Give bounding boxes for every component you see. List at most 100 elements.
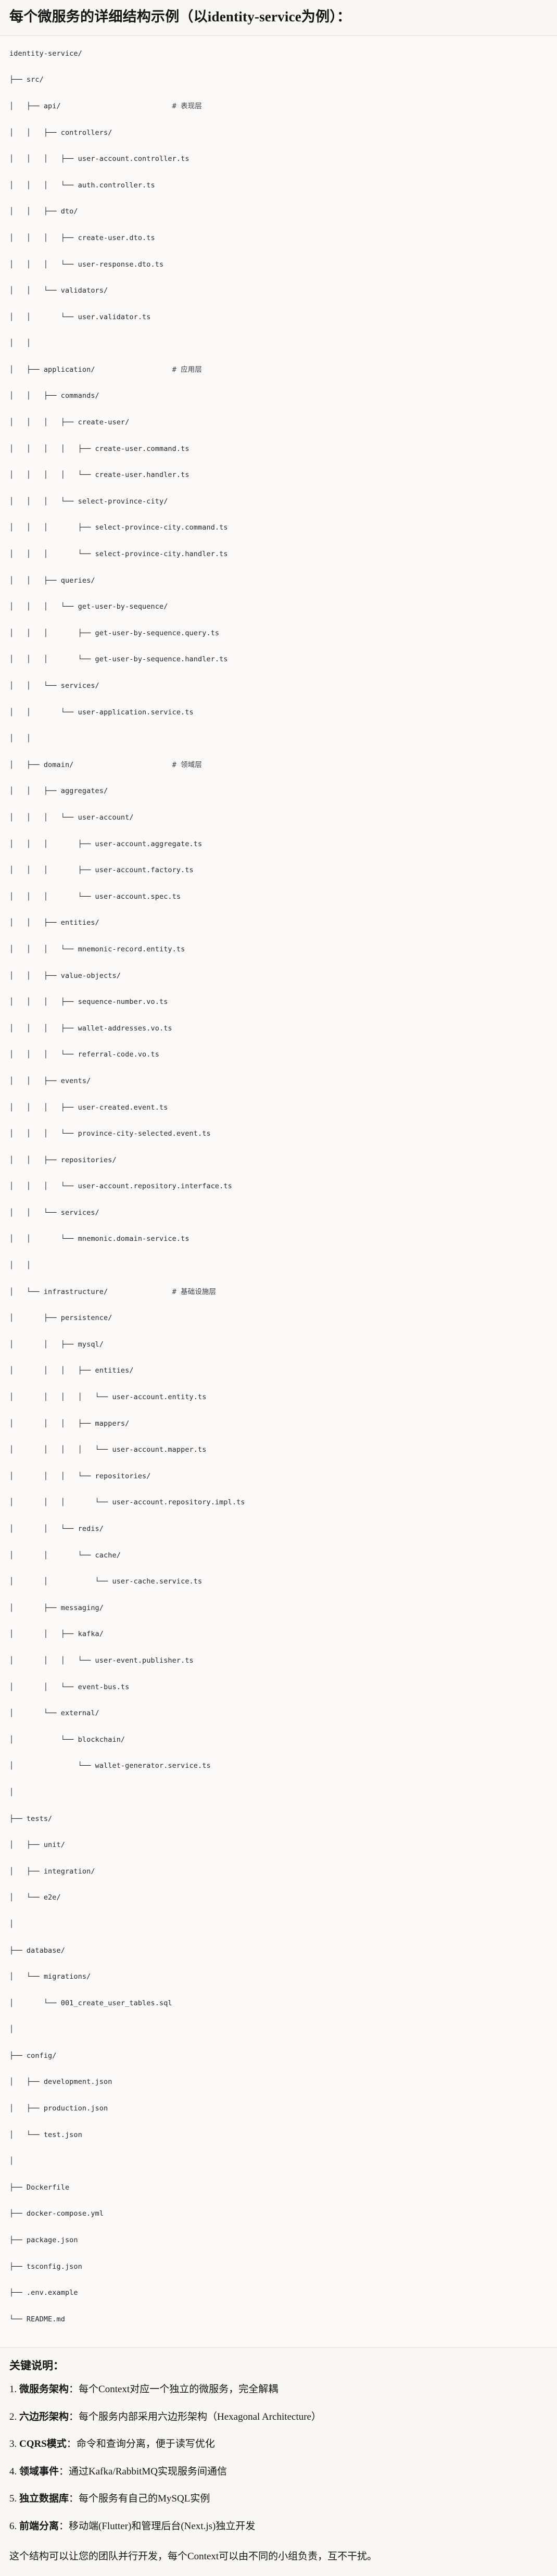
tree-row: │ │ ├── repositories/ — [9, 1154, 548, 1167]
tree-row: │ │ └── cache/ — [9, 1549, 548, 1562]
tree-row-path: │ │ │ └── user-event.publisher.ts — [9, 1656, 194, 1665]
key-note-description: 每个Context对应一个独立的微服务，完全解耦 — [79, 2384, 278, 2395]
tree-row: │ │ ├── entities/ — [9, 916, 548, 929]
tree-row: │ ├── integration/ — [9, 1865, 548, 1878]
tree-row-path: │ │ ├── kafka/ — [9, 1630, 104, 1639]
tree-row-comment: # 基础设施层 — [172, 1287, 217, 1296]
key-note-separator: ： — [59, 2466, 69, 2477]
tree-row: │ │ │ └── referral-code.vo.ts — [9, 1048, 548, 1061]
tree-row-path: │ │ ├── mysql/ — [9, 1340, 104, 1349]
tree-row-path: │ └── infrastructure/ — [9, 1287, 108, 1296]
tree-row-path: │ — [9, 1788, 14, 1796]
tree-row: │ │ │ └── user-account.spec.ts — [9, 890, 548, 903]
tree-row: │ └── 001_create_user_tables.sql — [9, 1997, 548, 2010]
tree-row-path: │ │ ├── entities/ — [9, 919, 99, 927]
tree-row: │ │ │ ├── user-account.aggregate.ts — [9, 838, 548, 851]
tree-row-path: │ ├── messaging/ — [9, 1603, 104, 1612]
tree-row: │ │ │ └── select-province-city.handler.t… — [9, 548, 548, 561]
tree-row-path: │ │ ├── controllers/ — [9, 128, 112, 137]
tree-row: │ │ │ ├── mappers/ — [9, 1417, 548, 1430]
tree-row: │ │ │ └── select-province-city/ — [9, 495, 548, 508]
tree-row: │ │ │ ├── create-user.dto.ts — [9, 232, 548, 245]
tree-row: │ └── external/ — [9, 1707, 548, 1720]
tree-row-path: │ │ ├── value-objects/ — [9, 971, 121, 980]
tree-row-path: │ │ └── user-cache.service.ts — [9, 1577, 202, 1586]
tree-row-path: │ └── external/ — [9, 1709, 99, 1718]
tree-row-path: │ └── 001_create_user_tables.sql — [9, 1999, 172, 2007]
tree-row: identity-service/ — [9, 47, 548, 60]
tree-row-path: │ │ └── redis/ — [9, 1525, 104, 1533]
tree-row: │ │ │ └── repositories/ — [9, 1470, 548, 1483]
key-note-term: 独立数据库 — [19, 2493, 69, 2505]
tree-row: │ │ │ └── user-account.repository.impl.t… — [9, 1496, 548, 1509]
tree-row: │ ├── domain/ # 领域层 — [9, 759, 548, 772]
tree-row-path: │ — [9, 1919, 14, 1928]
tree-row-path: │ └── blockchain/ — [9, 1735, 125, 1744]
tree-row: ├── .env.example — [9, 2286, 548, 2299]
tree-row: │ │ └── validators/ — [9, 284, 548, 297]
tree-row: │ │ └── user-application.service.ts — [9, 706, 548, 719]
tree-row-path: │ │ │ ├── user-account.controller.ts — [9, 155, 189, 164]
tree-row-path: ├── Dockerfile — [9, 2183, 70, 2192]
tree-row-path: ├── package.json — [9, 2236, 78, 2245]
tree-row: │ │ │ ├── sequence-number.vo.ts — [9, 996, 548, 1009]
tree-row: │ │ ├── kafka/ — [9, 1628, 548, 1641]
tree-row-path: │ │ └── mnemonic.domain-service.ts — [9, 1235, 189, 1243]
tree-row: │ │ — [9, 1259, 548, 1272]
tree-row-path: │ │ │ └── auth.controller.ts — [9, 181, 155, 190]
tree-row-path: │ │ │ │ ├── create-user.command.ts — [9, 444, 189, 453]
tree-row: │ │ │ └── get-user-by-sequence.handler.t… — [9, 653, 548, 666]
tree-row-path: │ │ │ ├── get-user-by-sequence.query.ts — [9, 629, 220, 637]
tree-row: ├── src/ — [9, 73, 548, 86]
tree-row: │ │ │ ├── user-account.controller.ts — [9, 153, 548, 166]
tree-row: │ — [9, 2023, 548, 2036]
tree-row-comment: # 应用层 — [172, 365, 202, 374]
tree-row: ├── tsconfig.json — [9, 2260, 548, 2273]
tree-row: │ │ └── services/ — [9, 680, 548, 693]
tree-row: │ │ │ ├── select-province-city.command.t… — [9, 521, 548, 534]
key-note-separator: ： — [69, 2411, 79, 2422]
tree-row-path: │ ├── api/ — [9, 102, 61, 110]
tree-row-path: ├── database/ — [9, 1946, 65, 1955]
tree-row-path: │ │ │ ├── sequence-number.vo.ts — [9, 998, 168, 1007]
tree-row-path: ├── config/ — [9, 2051, 57, 2060]
tree-row-path: │ ├── application/ — [9, 365, 95, 374]
key-note-item: 5. 独立数据库：每个服务有自己的MySQL实例 — [9, 2492, 548, 2507]
tree-row: │ ├── messaging/ — [9, 1602, 548, 1615]
tree-row: │ │ │ └── province-city-selected.event.t… — [9, 1127, 548, 1140]
tree-row: │ ├── persistence/ — [9, 1312, 548, 1325]
tree-row-path: │ │ │ └── user-account.repository.impl.t… — [9, 1498, 245, 1507]
key-note-number: 3. — [9, 2439, 17, 2450]
key-note-term: 领域事件 — [19, 2466, 59, 2477]
tree-row: │ │ │ └── get-user-by-sequence/ — [9, 600, 548, 613]
tree-row: │ │ │ ├── create-user/ — [9, 416, 548, 429]
tree-row-path: │ │ └── event-bus.ts — [9, 1682, 130, 1691]
key-note-description: 移动端(Flutter)和管理后台(Next.js)独立开发 — [69, 2520, 256, 2532]
tree-row: │ │ │ ├── get-user-by-sequence.query.ts — [9, 627, 548, 640]
tree-row: │ │ │ │ ├── create-user.command.ts — [9, 443, 548, 456]
tree-row: │ │ └── mnemonic.domain-service.ts — [9, 1233, 548, 1246]
tree-row-path: │ │ │ ├── mappers/ — [9, 1419, 130, 1428]
directory-tree-block: identity-service/ ├── src/ │ ├── api/ # … — [0, 35, 557, 2348]
tree-row-path: │ — [9, 2025, 14, 2034]
key-note-item: 3. CQRS模式：命令和查询分离，便于读写优化 — [9, 2437, 548, 2452]
tree-row-path: │ │ │ │ └── user-account.mapper.ts — [9, 1446, 207, 1454]
tree-row-path: │ ├── development.json — [9, 2078, 112, 2087]
tree-row-path: │ │ │ └── select-province-city/ — [9, 497, 168, 506]
key-note-description: 每个服务内部采用六边形架构（Hexagonal Architecture） — [79, 2411, 321, 2422]
tree-row-path: │ │ ├── repositories/ — [9, 1155, 117, 1164]
tree-row: │ │ ├── queries/ — [9, 574, 548, 587]
tree-row-path: │ │ — [9, 734, 31, 743]
key-note-item: 4. 领域事件：通过Kafka/RabbitMQ实现服务间通信 — [9, 2465, 548, 2480]
tree-row-path: │ │ ├── events/ — [9, 1076, 91, 1085]
tree-row: │ ├── api/ # 表现层 — [9, 100, 548, 113]
tree-row-path: │ │ │ │ └── create-user.handler.ts — [9, 471, 189, 480]
tree-row-path: │ │ │ └── select-province-city.handler.t… — [9, 550, 228, 559]
tree-row: │ │ ├── aggregates/ — [9, 785, 548, 798]
key-note-number: 6. — [9, 2520, 17, 2532]
tree-row-path: │ │ │ └── get-user-by-sequence/ — [9, 602, 168, 611]
tree-row: │ │ └── event-bus.ts — [9, 1681, 548, 1694]
tree-row: │ — [9, 1786, 548, 1799]
key-note-number: 4. — [9, 2466, 17, 2477]
